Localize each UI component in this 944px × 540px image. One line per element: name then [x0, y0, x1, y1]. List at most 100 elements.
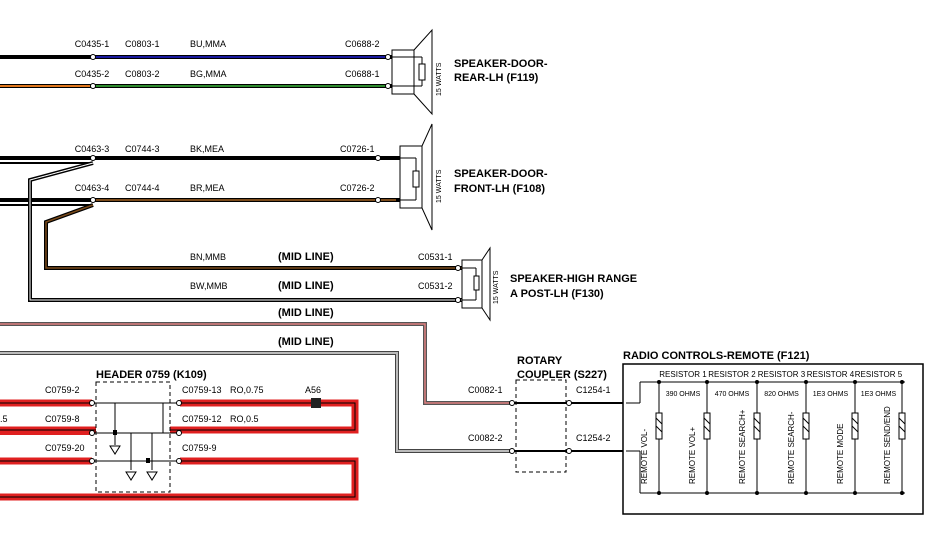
high-range-labels: BN,MMB (MID LINE) C0531-1 BW,MMB (MID LI…: [190, 251, 461, 303]
junction-dot: [755, 380, 759, 384]
resistor-name: RESISTOR 2: [708, 370, 756, 379]
junction-dot: [657, 491, 661, 495]
switch-label: REMOTE SEND/END: [883, 406, 892, 484]
switch-contact-icon: [703, 412, 711, 440]
mid-line-wires: (MID LINE) (MID LINE): [0, 307, 512, 453]
connector-label: C1254-1: [576, 385, 611, 395]
switch-hatch: [703, 425, 711, 433]
ground-icon: [125, 471, 137, 481]
junction-dot: [853, 491, 857, 495]
switch-hatch: [898, 417, 906, 425]
connector-dot: [509, 400, 515, 406]
speaker-front-lh: 15 WATTS SPEAKER-DOOR- FRONT-LH (F108): [399, 123, 548, 231]
red-wire-loop-2: [0, 457, 359, 501]
resistor-ohms: 1E3 OHMS: [813, 391, 849, 398]
connector-label: C0759-2: [45, 385, 80, 395]
connector-label: C0744-4: [125, 183, 160, 193]
speaker-cone-icon: [421, 123, 433, 231]
switch-label: REMOTE MODE: [836, 424, 845, 484]
wire-code-label: BK,MEA: [190, 144, 224, 154]
wire-code-label: RO,0.75: [230, 385, 264, 395]
speaker-high-range: 15 WATTS SPEAKER-HIGH RANGE A POST-LH (F…: [461, 246, 637, 322]
junction-dot: [705, 380, 709, 384]
resistor-ohms: 1E3 OHMS: [861, 391, 897, 398]
speaker-coil-icon: [473, 275, 480, 291]
connector-dot: [455, 297, 461, 303]
red-wire-loop-2-core: [0, 460, 356, 498]
switch-hatch: [851, 425, 859, 433]
connector-label: C0803-1: [125, 39, 160, 49]
connector-label: C0531-2: [418, 281, 453, 291]
connector-label: C0759-20: [45, 443, 85, 453]
connector-label: C0726-2: [340, 183, 375, 193]
resistor-ohms: 390 OHMS: [666, 391, 701, 398]
mid-line-label: (MID LINE): [278, 336, 334, 348]
speaker-name: A POST-LH (F130): [510, 288, 604, 300]
switch-hatch: [753, 425, 761, 433]
switch-label: REMOTE SEARCH-: [787, 411, 796, 484]
mid-line-wire-2-color: [0, 352, 512, 452]
connector-dot: [90, 197, 96, 203]
speaker-watts: 15 WATTS: [493, 270, 500, 304]
wire-code-label: BU,MMA: [190, 39, 226, 49]
connector-dot: [375, 197, 381, 203]
switch-contact-icon: [753, 412, 761, 440]
switch-hatch: [655, 417, 663, 425]
mid-line-wire-1-color: [0, 323, 512, 404]
connector-label: C0688-2: [345, 39, 380, 49]
connector-dot: [509, 448, 515, 454]
switch-hatch: [851, 417, 859, 425]
switch-hatch: [753, 417, 761, 425]
resistor-ohms: 470 OHMS: [715, 391, 750, 398]
connector-dot: [90, 54, 96, 60]
connector-dot: [176, 458, 182, 464]
front-lh-wires: C0463-3 C0744-3 BK,MEA C0726-1 C0463-4 C…: [0, 144, 470, 302]
connector-dot: [176, 400, 182, 406]
speaker-name: SPEAKER-DOOR-: [454, 168, 548, 180]
switch-label: REMOTE SEARCH+: [738, 409, 747, 484]
junction-dot: [804, 380, 808, 384]
connector-label: C0463-3: [75, 144, 110, 154]
connector-dot: [375, 155, 381, 161]
connector-label: C0744-3: [125, 144, 160, 154]
switch-contact-icon: [898, 412, 906, 440]
speaker-name: FRONT-LH (F108): [454, 183, 545, 195]
branch-wire-bn: [44, 203, 470, 270]
branch-wire-bn-color: [45, 204, 470, 269]
switch-label: REMOTE VOL+: [688, 427, 697, 484]
splice-a56-icon: [311, 398, 321, 408]
red-wires: [0, 398, 359, 501]
header-0759: HEADER 0759 (K109) C0759-2 C0759-8 C0759…: [0, 369, 321, 493]
connector-label: C0726-1: [340, 144, 375, 154]
mid-line-label: (MID LINE): [278, 251, 334, 263]
connector-dot: [566, 448, 572, 454]
junction-icon: [146, 458, 150, 463]
junction-dot: [804, 491, 808, 495]
junction-dot: [900, 491, 904, 495]
switch-contact-icon: [802, 412, 810, 440]
switch-contact-icon: [851, 412, 859, 440]
connector-label: C0759-13: [182, 385, 222, 395]
switch-hatch: [802, 425, 810, 433]
connector-label: C0082-2: [468, 433, 503, 443]
connector-label: C0759-8: [45, 414, 80, 424]
resistor-name: RESISTOR 1: [659, 370, 707, 379]
junction-dot: [657, 380, 661, 384]
radio-box: [622, 363, 924, 515]
junction-dot: [853, 380, 857, 384]
speaker-coil-icon: [412, 170, 420, 188]
ground-icon: [146, 471, 158, 481]
wire-code-label: BN,MMB: [190, 252, 226, 262]
resistor-ohms: 820 OHMS: [764, 391, 799, 398]
resistor-name: RESISTOR 4: [807, 370, 855, 379]
rotary-coupler: ROTARY COUPLER (S227) C0082-1 C0082-2 C1…: [468, 355, 626, 473]
switch-hatch: [703, 417, 711, 425]
speaker-name: SPEAKER-HIGH RANGE: [510, 273, 637, 285]
wire-code-label: RO,0.5: [230, 414, 259, 424]
connector-dot: [455, 265, 461, 271]
speaker-name: SPEAKER-DOOR-: [454, 58, 548, 70]
speaker-rear-lh: 15 WATTS SPEAKER-DOOR- REAR-LH (F119): [391, 28, 548, 116]
header-title: HEADER 0759 (K109): [96, 369, 207, 381]
connector-dot: [89, 458, 95, 464]
